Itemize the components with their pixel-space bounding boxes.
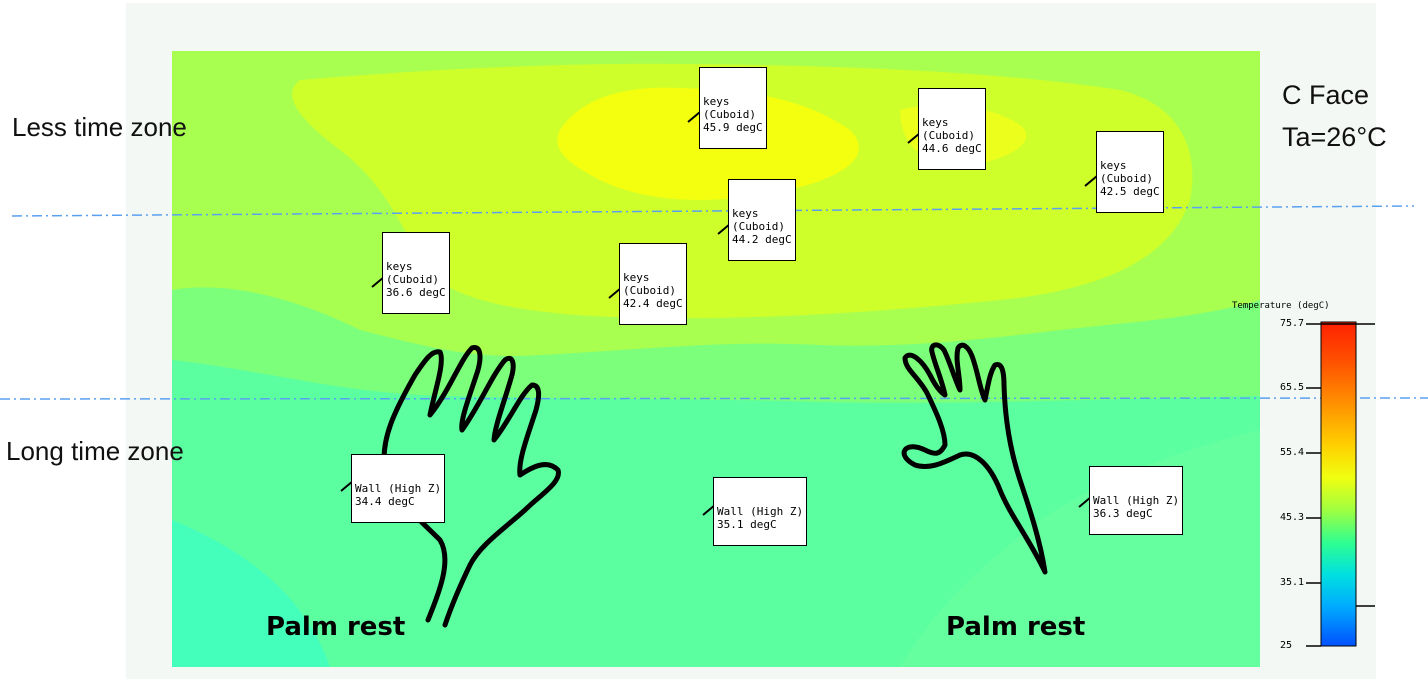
probe-name: keys	[386, 260, 413, 273]
condition-ambient: Ta=26°C	[1282, 122, 1387, 152]
probe-keys-6: keys(Cuboid)42.4 degC	[619, 243, 687, 325]
probe-value: 36.6 degC	[386, 286, 446, 299]
probe-keys-4: keys(Cuboid)44.2 degC	[728, 179, 796, 261]
legend-tick: 65.5	[1280, 382, 1305, 393]
probe-value: 34.4 degC	[355, 495, 415, 508]
hand-left-icon	[381, 345, 561, 628]
probe-wall-3: Wall (High Z)36.3 degC	[1089, 466, 1184, 535]
probe-value: 44.6 degC	[922, 142, 982, 155]
zone-label-less: Less time zone	[12, 112, 187, 142]
probe-name: keys	[623, 271, 650, 284]
legend-colorbar	[1320, 321, 1357, 647]
thermal-coldest-region	[172, 520, 330, 667]
hand-right-icon	[901, 342, 1048, 575]
probe-name: keys	[1100, 159, 1127, 172]
palm-rest-right: Palm rest	[946, 612, 1086, 642]
legend-tick: 25	[1280, 640, 1293, 651]
probe-leader-1	[687, 111, 701, 123]
legend-title: Temperature (degC)	[1232, 301, 1330, 311]
legend-tick: 45.3	[1280, 512, 1305, 523]
probe-value: 42.4 degC	[623, 297, 683, 310]
probe-type: (Cuboid)	[386, 273, 439, 286]
probe-name: Wall (High Z)	[717, 505, 804, 518]
probe-name: Wall (High Z)	[1093, 494, 1180, 507]
probe-keys-2: keys(Cuboid)44.6 degC	[918, 88, 986, 170]
zone-divider-upper	[11, 205, 1415, 217]
probe-name: keys	[732, 207, 759, 220]
probe-leader-3	[1084, 175, 1098, 187]
probe-type: (Cuboid)	[623, 284, 676, 297]
probe-type: (Cuboid)	[922, 129, 975, 142]
zone-label-long: Long time zone	[6, 436, 184, 466]
probe-value: 44.2 degC	[732, 233, 792, 246]
probe-value: 45.9 degC	[703, 121, 763, 134]
condition-face: C Face	[1282, 80, 1370, 110]
probe-name: Wall (High Z)	[355, 482, 442, 495]
zone-divider-lower	[0, 397, 1428, 400]
probe-value: 36.3 degC	[1093, 507, 1153, 520]
legend-tick: 55.4	[1280, 447, 1305, 458]
probe-type: (Cuboid)	[703, 108, 756, 121]
probe-name: keys	[922, 116, 949, 129]
probe-value: 35.1 degC	[717, 518, 777, 531]
legend-tick: 35.1	[1280, 577, 1305, 588]
probe-value: 42.5 degC	[1100, 185, 1160, 198]
probe-keys-3: keys(Cuboid)42.5 degC	[1096, 131, 1164, 213]
palm-rest-left: Palm rest	[266, 612, 406, 642]
probe-type: (Cuboid)	[1100, 172, 1153, 185]
legend-tick: 75.7	[1280, 318, 1305, 329]
probe-wall-1: Wall (High Z)34.4 degC	[351, 454, 446, 523]
probe-wall-2: Wall (High Z)35.1 degC	[713, 477, 808, 546]
probe-name: keys	[703, 95, 730, 108]
probe-keys-5: keys(Cuboid)36.6 degC	[382, 232, 450, 314]
probe-type: (Cuboid)	[732, 220, 785, 233]
probe-keys-1: keys(Cuboid)45.9 degC	[699, 67, 767, 149]
